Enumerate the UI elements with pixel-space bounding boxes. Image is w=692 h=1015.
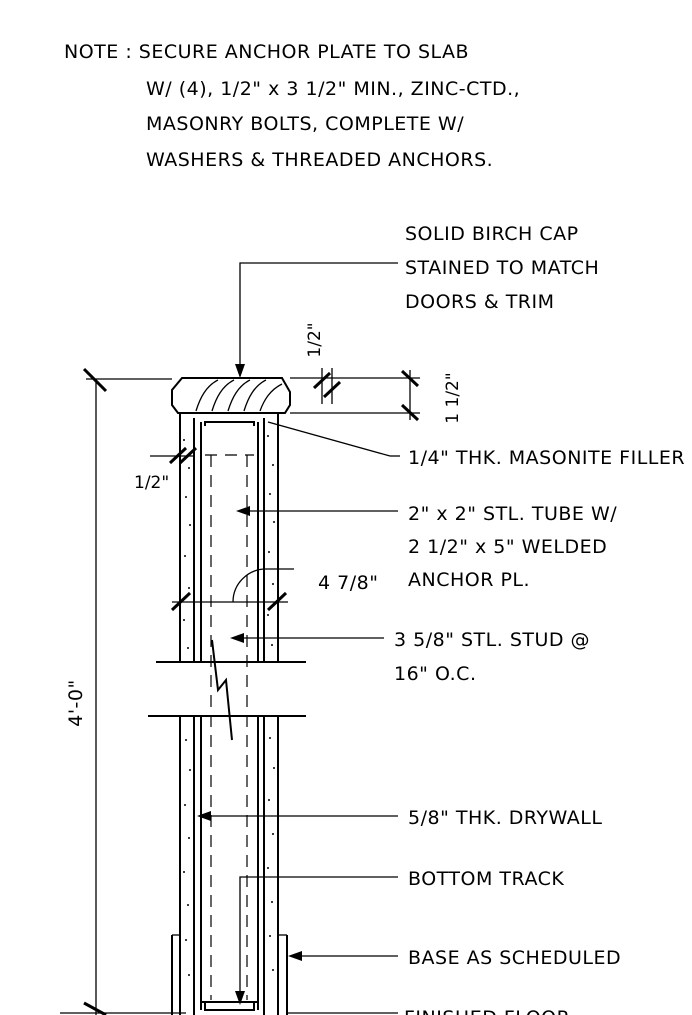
overall-height-label: 4'-0"	[65, 679, 87, 727]
cap-overhang-label: 1/2"	[305, 322, 325, 357]
callout-stud: 3 5/8" STL. STUD @ 16" O.C.	[230, 629, 590, 685]
callout-drywall: 5/8" THK. DRYWALL	[197, 807, 602, 829]
callout-track: BOTTOM TRACK	[235, 868, 564, 1005]
masonite-label: 1/4" THK. MASONITE FILLER	[408, 447, 685, 469]
birch-cap	[171, 377, 291, 414]
base-label: BASE AS SCHEDULED	[408, 947, 621, 969]
callout-floor: FINISHED FLOOR	[287, 1007, 570, 1015]
cap-line-1: SOLID BIRCH CAP	[405, 223, 579, 245]
note-line-2: W/ (4), 1/2" x 3 1/2" MIN., ZINC-CTD.,	[146, 78, 520, 100]
cap-dimensions: 1 1/2" 1/2"	[290, 322, 463, 424]
side-offset-label: 1/2"	[134, 473, 169, 493]
floor-label: FINISHED FLOOR	[404, 1007, 570, 1015]
cap-line-2: STAINED TO MATCH	[405, 257, 599, 279]
cap-line-3: DOORS & TRIM	[405, 291, 555, 313]
note-line-3: MASONRY BOLTS, COMPLETE W/	[146, 113, 464, 135]
side-offset-dimension: 1/2"	[134, 446, 198, 493]
overall-height-dimension: 4'-0"	[60, 367, 186, 1015]
tube-line-2: 2 1/2" x 5" WELDED	[408, 536, 607, 558]
callout-base: BASE AS SCHEDULED	[288, 947, 621, 969]
stud-line-2: 16" O.C.	[394, 663, 477, 685]
cap-thickness-label: 1 1/2"	[443, 372, 463, 423]
tube-line-1: 2" x 2" STL. TUBE W/	[408, 503, 617, 525]
wall-body	[148, 413, 306, 1015]
callout-cap: SOLID BIRCH CAP STAINED TO MATCH DOORS &…	[235, 223, 599, 378]
drywall-label: 5/8" THK. DRYWALL	[408, 807, 602, 829]
general-note: NOTE : SECURE ANCHOR PLATE TO SLAB W/ (4…	[64, 41, 520, 171]
callout-tube: 2" x 2" STL. TUBE W/ 2 1/2" x 5" WELDED …	[236, 503, 617, 591]
track-label: BOTTOM TRACK	[408, 868, 564, 890]
callout-masonite: 1/4" THK. MASONITE FILLER	[267, 421, 685, 469]
note-line-1: NOTE : SECURE ANCHOR PLATE TO SLAB	[64, 41, 469, 63]
stud-line-1: 3 5/8" STL. STUD @	[394, 629, 590, 651]
tube-line-3: ANCHOR PL.	[408, 569, 530, 591]
width-label: 4 7/8"	[318, 572, 378, 594]
width-dimension: 4 7/8"	[170, 568, 378, 612]
note-line-4: WASHERS & THREADED ANCHORS.	[146, 149, 493, 171]
